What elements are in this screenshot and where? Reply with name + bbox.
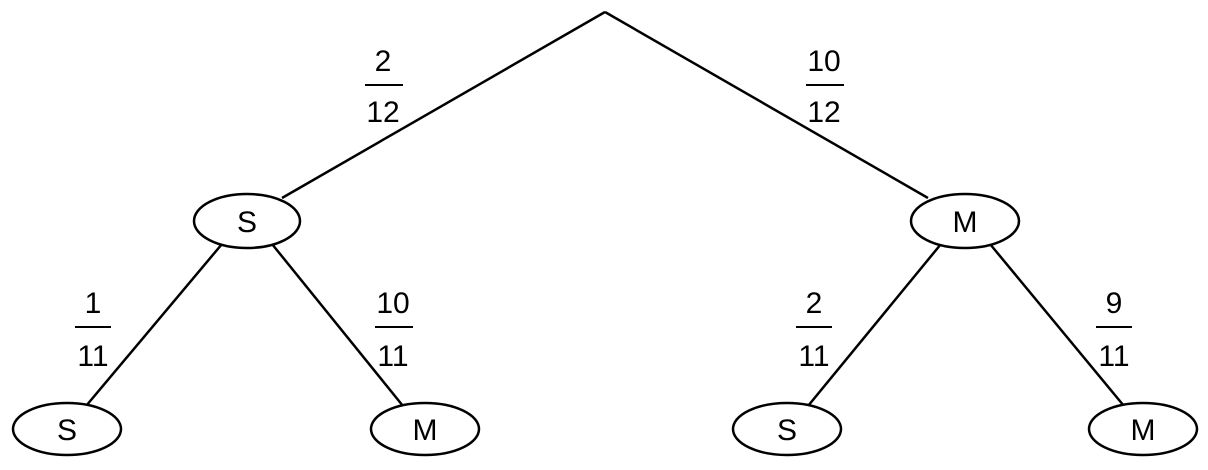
- probability-fraction-m-m: 9 11: [1096, 287, 1132, 373]
- node-ellipse: [192, 192, 302, 250]
- edge-m-to-s: [807, 243, 942, 407]
- fraction-denominator: 12: [366, 96, 399, 129]
- fraction-denominator: 11: [377, 340, 408, 373]
- node-label: S: [237, 206, 257, 239]
- edge-s-to-m: [271, 243, 404, 407]
- edge-root-to-s: [281, 10, 606, 200]
- probability-fraction-root-m: 10 12: [806, 45, 844, 129]
- node-ellipse: [909, 192, 1021, 250]
- node-level2-right-left: S: [731, 401, 843, 457]
- fraction-numerator: 10: [376, 287, 409, 320]
- node-level2-right-right: M: [1087, 401, 1199, 457]
- fraction-denominator: 11: [798, 340, 829, 373]
- probability-fraction-s-m: 10 11: [375, 287, 413, 373]
- fraction-numerator: 1: [85, 287, 102, 320]
- node-label: M: [1131, 414, 1156, 447]
- node-ellipse: [369, 401, 481, 457]
- edge-s-to-s: [85, 243, 223, 407]
- fraction-numerator: 2: [375, 45, 392, 78]
- probability-fraction-s-s: 1 11: [75, 287, 111, 373]
- node-level1-left: S: [192, 192, 302, 250]
- node-label: S: [777, 414, 797, 447]
- probability-fraction-root-s: 2 12: [365, 45, 403, 129]
- fraction-numerator: 9: [1106, 287, 1123, 320]
- fraction-numerator: 10: [807, 45, 840, 78]
- probability-fraction-m-s: 2 11: [796, 287, 832, 373]
- node-label: M: [953, 206, 978, 239]
- fraction-numerator: 2: [806, 287, 823, 320]
- node-level2-left-right: M: [369, 401, 481, 457]
- node-label: S: [57, 414, 77, 447]
- node-level1-right: M: [909, 192, 1021, 250]
- node-ellipse: [731, 401, 843, 457]
- node-ellipse: [11, 401, 123, 457]
- edge-root-to-m: [604, 10, 929, 200]
- fraction-denominator: 11: [77, 340, 108, 373]
- edge-m-to-m: [989, 243, 1125, 407]
- node-level2-left-left: S: [11, 401, 123, 457]
- node-ellipse: [1087, 401, 1199, 457]
- node-label: M: [413, 414, 438, 447]
- fraction-denominator: 11: [1098, 340, 1129, 373]
- fraction-denominator: 12: [807, 96, 840, 129]
